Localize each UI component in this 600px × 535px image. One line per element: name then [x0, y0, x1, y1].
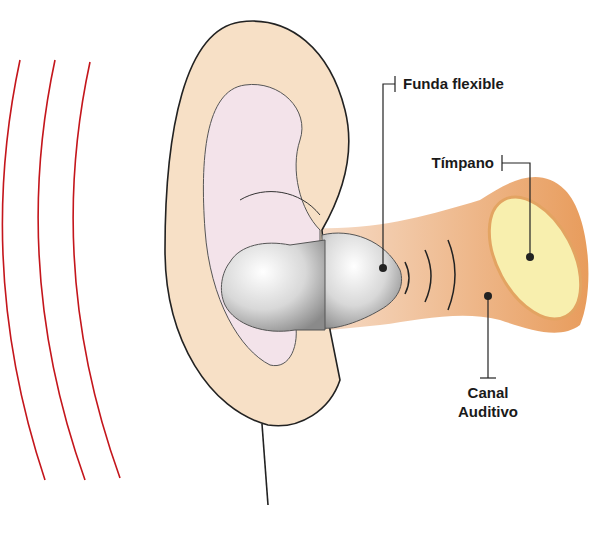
- part-label: Tímpano: [432, 153, 495, 172]
- eardrum: [470, 182, 599, 334]
- part-label: Canal Auditivo: [449, 383, 527, 421]
- earplug-tip: [322, 233, 402, 328]
- outer-ear: [165, 21, 349, 426]
- ear-fold: [240, 192, 320, 215]
- sound-waves: [2, 60, 120, 480]
- part-label: Funda flexible: [403, 74, 504, 93]
- leader-lines: [383, 76, 530, 378]
- earplug-cord: [262, 424, 268, 505]
- leader-dots: [379, 253, 534, 300]
- canal-waves: [405, 240, 455, 310]
- earplug-body: [221, 240, 325, 331]
